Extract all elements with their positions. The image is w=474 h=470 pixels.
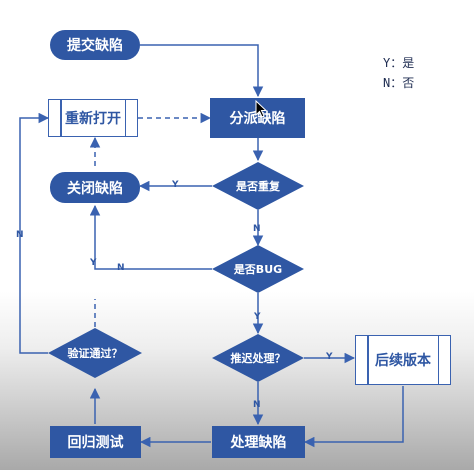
edge-submit-to-assign [140,44,264,98]
node-later-version: 后续版本 [355,335,451,385]
node-submit-defect: 提交缺陷 [50,30,140,60]
label-defer-no: N [253,400,261,410]
decision-bug-shape [212,245,304,293]
edge-later-to-process [303,386,404,448]
label-bug-no: N [117,263,125,273]
node-regression-test: 回归测试 [50,426,141,458]
decision-bug-label: 是否BUG [233,263,283,276]
decision-verify-shape [48,328,142,378]
node-process-defect: 处理缺陷 [212,426,305,458]
label-duplicate-no: N [253,224,261,234]
node-close-defect: 关闭缺陷 [50,172,140,203]
label-defer-yes: Y [326,352,333,362]
edge-verify-to-reopen [19,112,50,354]
label-verify-yes: Y [90,258,97,268]
label-duplicate-yes: Y [172,180,179,190]
node-reopen: 重新打开 [48,99,138,137]
mouse-cursor-icon [255,100,267,118]
legend-no: N：否 [383,76,415,90]
decision-duplicate-shape [212,162,304,210]
decision-duplicate-label: 是否重复 [236,180,280,193]
legend-yes: Y：是 [383,56,415,70]
label-verify-no: N [16,230,24,240]
decision-defer-shape [212,334,304,382]
label-bug-yes: Y [254,312,261,322]
decision-verify-label: 验证通过？ [67,347,123,360]
decision-defer-label: 推迟处理？ [230,352,286,365]
edge-bug-to-close [89,204,212,270]
